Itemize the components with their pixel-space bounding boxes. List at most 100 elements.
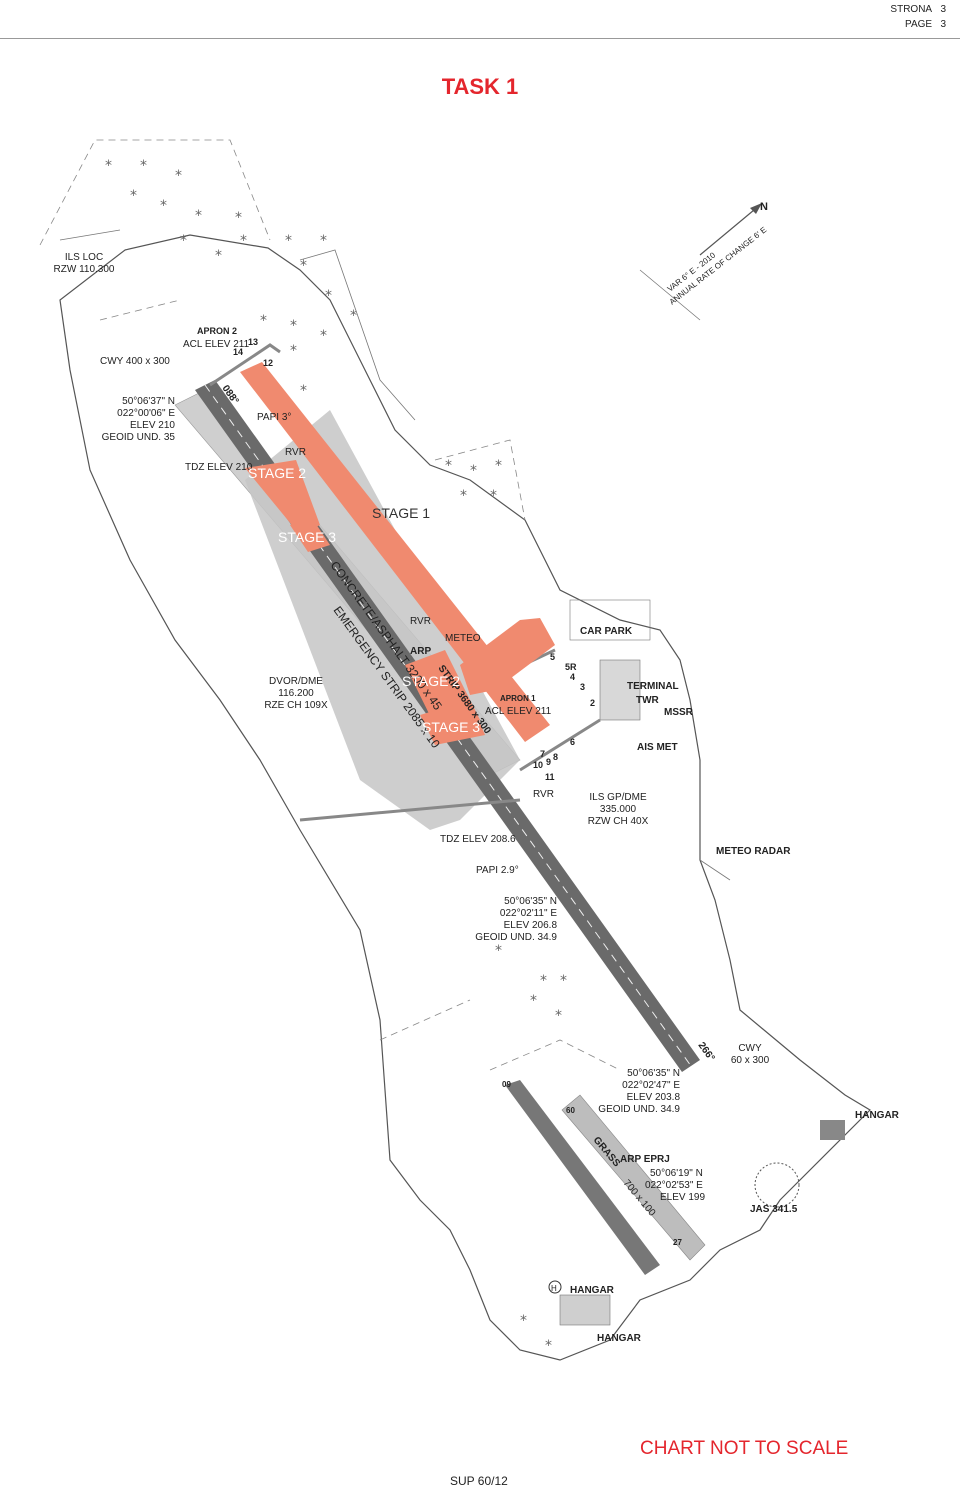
svg-text:*: * <box>490 488 497 504</box>
stage2-top-highlight <box>245 460 320 535</box>
roads <box>59 229 731 881</box>
svg-text:*: * <box>350 308 357 324</box>
svg-text:*: * <box>460 488 467 504</box>
stage3-mid-highlight <box>420 700 485 745</box>
svg-text:*: * <box>495 943 502 959</box>
chart-not-to-scale: CHART NOT TO SCALE <box>640 1438 849 1459</box>
secondary-runway <box>505 1080 660 1275</box>
svg-text:*: * <box>300 258 307 274</box>
helipad-icon <box>548 1280 562 1294</box>
taxi-5r: 5R <box>565 662 577 672</box>
svg-text:*: * <box>285 233 292 249</box>
north-arrow-icon <box>750 203 762 214</box>
page-title: TASK 1 <box>441 74 519 99</box>
hangar-south1-label: HANGAR <box>570 1285 615 1296</box>
arp-lat: 50°06'19" N <box>650 1168 703 1179</box>
hangar-east-label: HANGAR <box>855 1110 900 1121</box>
stage-apron-link <box>460 618 555 695</box>
taxi-12: 12 <box>263 358 273 368</box>
stage1-label: STAGE 1 <box>372 505 430 521</box>
taxi-2: 2 <box>590 698 595 708</box>
north-arrow-line <box>699 204 761 256</box>
svg-text:*: * <box>290 318 297 334</box>
svg-text:*: * <box>235 210 242 226</box>
mssr-label: MSSR <box>664 707 694 718</box>
helipad-h: H <box>551 1284 557 1293</box>
svg-text:*: * <box>260 313 267 329</box>
arp-elev: ELEV 199 <box>660 1192 705 1203</box>
svg-text:*: * <box>560 973 567 989</box>
rvr-south-label: RVR <box>533 789 554 800</box>
svg-text:*: * <box>520 1313 527 1329</box>
taxi-7: 7 <box>540 749 545 759</box>
taxi-8: 8 <box>553 752 558 762</box>
header-strona: STRONA 3 <box>890 4 946 15</box>
rwy-27-label: 27 <box>673 1238 682 1247</box>
svg-text:*: * <box>180 233 187 249</box>
svg-text:*: * <box>240 233 247 249</box>
arp-eprj-label: ARP EPRJ <box>620 1154 670 1165</box>
taxi-6: 6 <box>570 737 575 747</box>
svg-text:*: * <box>105 158 112 174</box>
hangar-south2-label: HANGAR <box>597 1333 642 1344</box>
header-divider <box>0 38 960 39</box>
header-page: PAGE 3 <box>905 19 946 30</box>
terminal-building <box>599 659 641 721</box>
footer-sup: SUP 60/12 <box>450 1474 508 1488</box>
svg-text:*: * <box>325 288 332 304</box>
stage3-mid-label: STAGE 3 <box>422 719 480 735</box>
taxi-4: 4 <box>570 672 575 682</box>
taxiways <box>209 343 601 822</box>
papi-north-label: PAPI 3° <box>257 412 291 423</box>
svg-text:*: * <box>470 463 477 479</box>
taxi-5: 5 <box>550 652 555 662</box>
grass-runway <box>561 1094 706 1261</box>
svg-text:*: * <box>495 458 502 474</box>
rvr-mid-label: RVR <box>410 616 431 627</box>
apron1-title: APRON 1 <box>500 694 536 703</box>
stage3-top-highlight <box>290 515 330 552</box>
jas-label: JAS 341.5 <box>750 1204 798 1215</box>
meteo-radar-label: METEO RADAR <box>716 846 791 857</box>
papi-south-label: PAPI 2.9° <box>476 865 519 876</box>
field-sectors <box>39 139 621 1071</box>
cwy-north-label: CWY 400 x 300 <box>100 356 170 367</box>
hangar-east-building <box>820 1120 845 1140</box>
north-label: N <box>760 201 768 213</box>
annual-label: ANNUAL RATE OF CHANGE 6' E <box>668 225 769 306</box>
stage3-top-label: STAGE 3 <box>278 529 336 545</box>
car-park-area <box>569 599 651 641</box>
svg-text:*: * <box>195 208 202 224</box>
taxi-11: 11 <box>545 772 555 782</box>
car-park-label: CAR PARK <box>580 626 633 637</box>
hangar-south-building <box>559 1294 611 1326</box>
svg-text:*: * <box>300 383 307 399</box>
svg-text:*: * <box>175 168 182 184</box>
apron2-elev: ACL ELEV 211 <box>183 339 250 350</box>
twr-label: TWR <box>636 695 660 706</box>
svg-text:*: * <box>530 993 537 1009</box>
meteo-label: METEO <box>445 633 481 644</box>
airport-boundary <box>59 234 871 1361</box>
svg-text:*: * <box>140 158 147 174</box>
rwy-09-label: 09 <box>502 1080 511 1089</box>
terminal-label: TERMINAL <box>627 681 679 692</box>
svg-text:*: * <box>545 1338 552 1354</box>
stage2-top-label: STAGE 2 <box>248 465 306 481</box>
arp-lon: 022°02'53" E <box>645 1180 703 1191</box>
svg-text:*: * <box>540 973 547 989</box>
svg-text:*: * <box>320 233 327 249</box>
svg-text:*: * <box>130 188 137 204</box>
rwy-60-label: 60 <box>566 1106 575 1115</box>
rvr-north-label: RVR <box>285 447 306 458</box>
taxi-9: 9 <box>546 757 551 767</box>
svg-text:*: * <box>160 198 167 214</box>
tdz-south-label: TDZ ELEV 208.6 <box>440 834 516 845</box>
taxi-14: 14 <box>233 347 243 357</box>
